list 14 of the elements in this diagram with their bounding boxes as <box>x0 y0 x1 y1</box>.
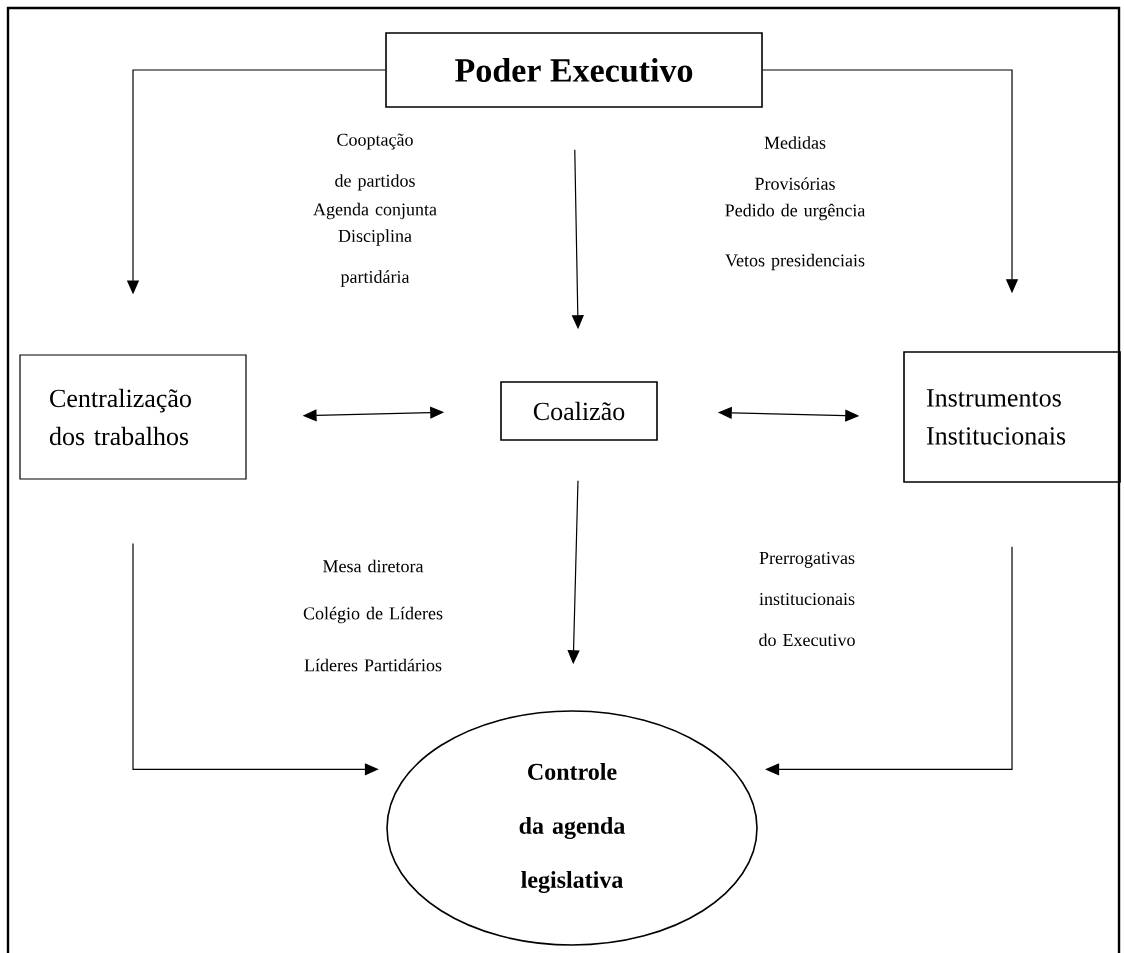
note-text: Agenda conjunta <box>313 202 437 220</box>
process-box: Instrumentos Institucionais <box>903 351 1121 483</box>
note-text: Colégio de Líderes <box>303 606 443 624</box>
process-box: Centralização dos trabalhos <box>19 354 247 480</box>
note-text: Vetos presidenciais <box>725 253 865 271</box>
process-box: Coalizão <box>500 381 658 441</box>
note-text: Cooptação de partidos <box>335 133 415 191</box>
title-box: Poder Executivo <box>385 32 763 108</box>
note-text: Prerrogativas institucionais do Executivo <box>759 551 855 647</box>
note-text: Disciplina partidária <box>338 229 412 287</box>
note-text: Pedido de urgência <box>725 203 866 221</box>
note-text: Mesa diretora <box>323 559 424 573</box>
note-text: Líderes Partidários <box>304 658 442 672</box>
note-text: Medidas Provisórias <box>755 136 835 190</box>
